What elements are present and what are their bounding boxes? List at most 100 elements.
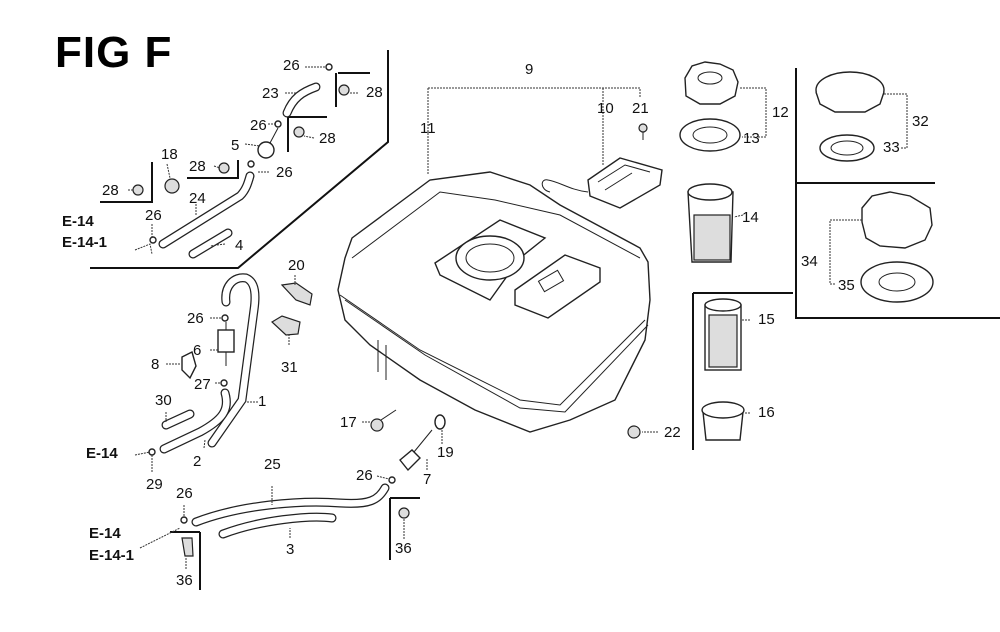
callout-20: 20 [288,257,305,274]
cap-bracket [740,87,767,138]
washer-19[interactable] [434,414,446,430]
filler-cap-12[interactable] [679,61,767,152]
callout-7: 7 [423,471,431,488]
upper-left-panel-border [90,50,389,269]
filler-cap-32[interactable] [815,71,908,162]
clip-18[interactable] [164,178,180,194]
callout-28-a: 28 [366,84,383,101]
packing-35[interactable] [860,261,934,303]
callout-10: 10 [597,100,614,117]
cap-packing-13[interactable] [679,118,741,152]
callout-16: 16 [758,404,775,421]
fuel-filter-6[interactable] [217,322,235,366]
clip-36-b[interactable] [398,507,410,519]
strainer-rim [687,183,733,201]
filter-cup-16[interactable] [701,401,745,441]
tube-clip-27[interactable] [220,379,228,387]
ref-e14-middle[interactable]: E-14 [86,445,118,462]
fuel-gauge-detail [597,164,651,191]
strainer-14[interactable] [687,183,734,263]
clamp-8[interactable] [181,350,197,380]
fuel-tube-1[interactable] [207,273,260,448]
joint-5-body [257,141,275,159]
callout-28-b: 28 [319,130,336,147]
callout-12: 12 [772,104,789,121]
fuel-tube-25[interactable] [191,483,390,527]
screw-head [638,123,648,133]
callout-31: 31 [281,359,298,376]
clip-28-d[interactable] [132,184,144,196]
filter-screen-mesh [708,314,738,368]
tank-top-edge [351,191,641,259]
screw-21[interactable] [638,123,648,140]
callout-4: 4 [235,237,243,254]
fuel-tube-2[interactable] [159,388,231,454]
ref-e14-bottom[interactable]: E-14 [89,525,121,542]
tube-clip-26-d[interactable] [149,236,157,244]
cap-34-body[interactable] [861,191,933,249]
clip-28-c[interactable] [218,162,230,174]
bolt-17[interactable] [370,409,397,432]
callout-26-d: 26 [145,207,162,224]
strainer-mesh [693,214,731,261]
clip-36-box-b [389,497,420,560]
callout-22: 22 [664,424,681,441]
tube-clip-26-c[interactable] [247,160,255,168]
tube-clip-26-e[interactable] [221,314,229,322]
bolt-17-head [370,418,384,432]
tube-clip-26-a[interactable] [325,63,333,71]
callout-26-g: 26 [356,467,373,484]
callout-13: 13 [743,130,760,147]
callout-26-a: 26 [283,57,300,74]
filler-neck [455,235,525,281]
callout-35: 35 [838,277,855,294]
callout-28-d: 28 [102,182,119,199]
joint-5[interactable] [257,127,279,159]
packing-33[interactable] [819,134,875,162]
tank-rib [377,340,387,380]
tube-4[interactable] [188,228,233,259]
cap-34-bracket [829,219,862,285]
callout-26-f: 26 [176,485,193,502]
clamp-20[interactable] [280,282,313,306]
callout-26-b: 26 [250,117,267,134]
tank-flange [339,294,646,406]
clip-28-box-d [100,162,153,203]
tube-30[interactable] [161,409,195,430]
joint-5-nipple [269,127,279,144]
hose-23[interactable] [282,82,321,118]
callout-9: 9 [525,61,533,78]
ref-e14-1-top[interactable]: E-14-1 [62,234,107,251]
ref-e14-1-bottom[interactable]: E-14-1 [89,547,134,564]
ref-e14-top[interactable]: E-14 [62,213,94,230]
filler-cap-body[interactable] [684,61,739,105]
clip-36-a[interactable] [181,537,194,557]
leader-lines [128,66,755,570]
callout-14: 14 [742,209,759,226]
hose-24[interactable] [158,171,255,249]
filter-screen-15[interactable] [704,298,742,371]
callout-34: 34 [801,253,818,270]
tube-clip-26-g[interactable] [388,476,396,484]
right-panel-border [795,68,1000,319]
clip-28-a[interactable] [338,84,350,96]
callout-24: 24 [189,190,206,207]
tube-3[interactable] [218,512,337,539]
callout-33: 33 [883,139,900,156]
bolt-17-shank [380,409,397,421]
cap-32-bracket [884,93,908,149]
clip-28-b[interactable] [293,126,305,138]
filter-cup-rim [701,401,745,419]
callout-labels: 1 2 3 4 5 6 7 8 9 10 11 12 13 14 15 16 1… [62,57,929,589]
nut-22[interactable] [627,425,641,439]
filler-cap-34[interactable] [829,191,934,303]
fuel-tank-assembly[interactable] [337,87,651,433]
clip-28-box-b [287,116,327,152]
fuel-cock-7[interactable] [399,429,433,472]
fuel-gauge[interactable] [541,157,663,209]
packing-35-hole [878,272,916,292]
callout-29: 29 [146,476,163,493]
packing-33-hole [830,140,864,156]
clamp-31[interactable] [271,315,301,336]
